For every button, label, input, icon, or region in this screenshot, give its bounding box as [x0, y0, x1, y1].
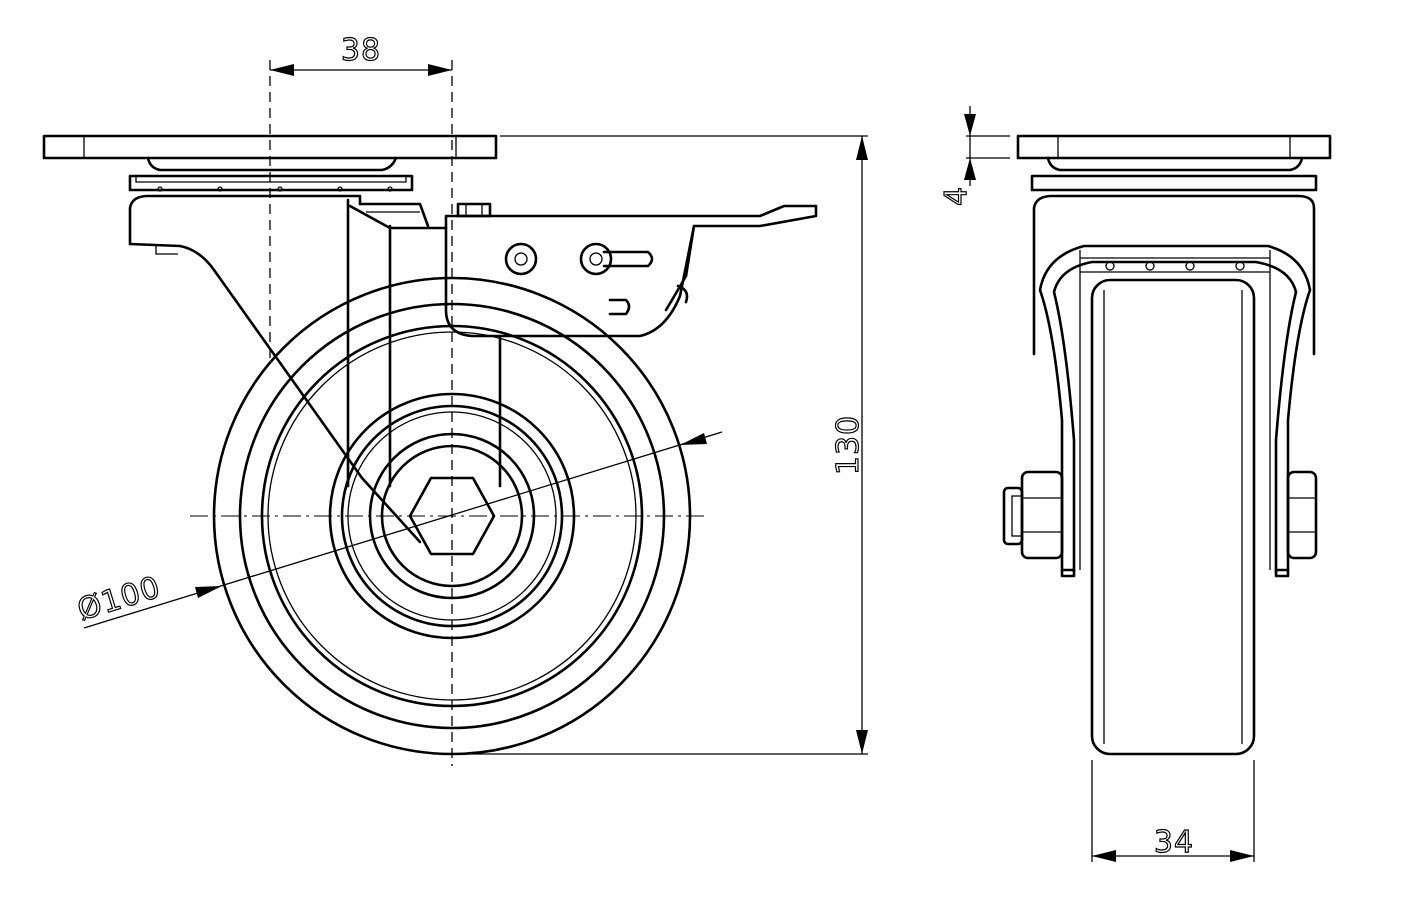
swivel-race — [128, 156, 414, 192]
front-mounting-plate — [1016, 134, 1332, 192]
plate-thickness-label: 4 — [939, 186, 974, 206]
offset-label: 38 — [341, 33, 381, 68]
front-fork — [1032, 194, 1316, 578]
side-view — [42, 60, 818, 766]
fork-leg — [128, 194, 502, 544]
height-label: 130 — [831, 415, 866, 475]
plate-thickness-dimension: 4 — [938, 106, 1010, 207]
front-wheel — [1090, 278, 1256, 756]
wheel-width-dimension: 34 — [1091, 760, 1255, 862]
wheel-width-label: 34 — [1154, 825, 1194, 860]
offset-dimension: 38 — [270, 32, 452, 76]
diameter-label: Ø100 — [74, 570, 165, 628]
brake-assembly — [444, 202, 818, 338]
diameter-dimension: Ø100 — [73, 431, 723, 629]
height-dimension: 130 — [470, 135, 868, 755]
front-view — [1002, 134, 1332, 756]
front-axle-nuts — [1002, 470, 1318, 560]
